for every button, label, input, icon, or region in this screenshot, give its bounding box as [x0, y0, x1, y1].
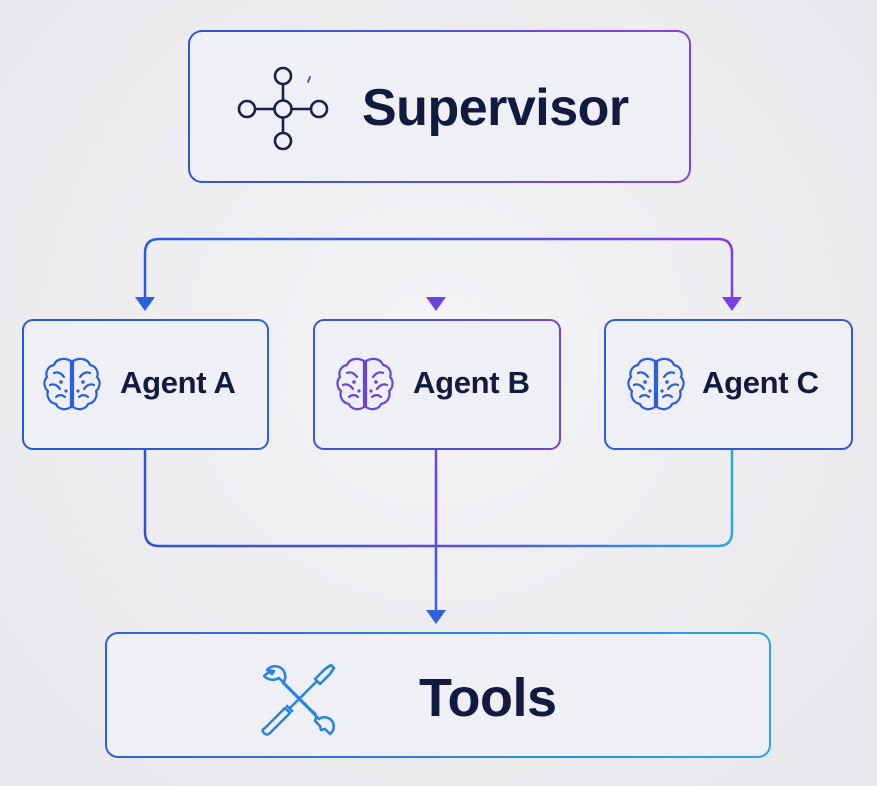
brain-icon [43, 357, 101, 411]
wrench-screwdriver-icon [261, 663, 336, 736]
brain-icon [336, 357, 394, 411]
branch-connector [143, 237, 734, 300]
tools-node[interactable]: Tools [105, 632, 771, 758]
supervisor-node[interactable]: Supervisor [188, 30, 691, 183]
agent-c-label: Agent C [702, 365, 819, 400]
agent-c-node[interactable]: Agent C [604, 319, 853, 450]
agent-b-node[interactable]: Agent B [313, 319, 561, 450]
brain-icon [627, 357, 685, 411]
arrow-to-agent-c [722, 297, 742, 311]
agent-a-label: Agent A [120, 365, 236, 400]
agent-a-node[interactable]: Agent A [22, 319, 269, 450]
tools-label: Tools [419, 668, 557, 728]
supervisor-label: Supervisor [362, 79, 629, 137]
agent-b-label: Agent B [413, 365, 530, 400]
network-hub-icon [237, 66, 329, 151]
arrow-to-agent-a [135, 297, 155, 311]
merge-connector [143, 450, 734, 548]
arrow-to-tools [426, 610, 446, 624]
arrow-to-agent-b [426, 297, 446, 311]
